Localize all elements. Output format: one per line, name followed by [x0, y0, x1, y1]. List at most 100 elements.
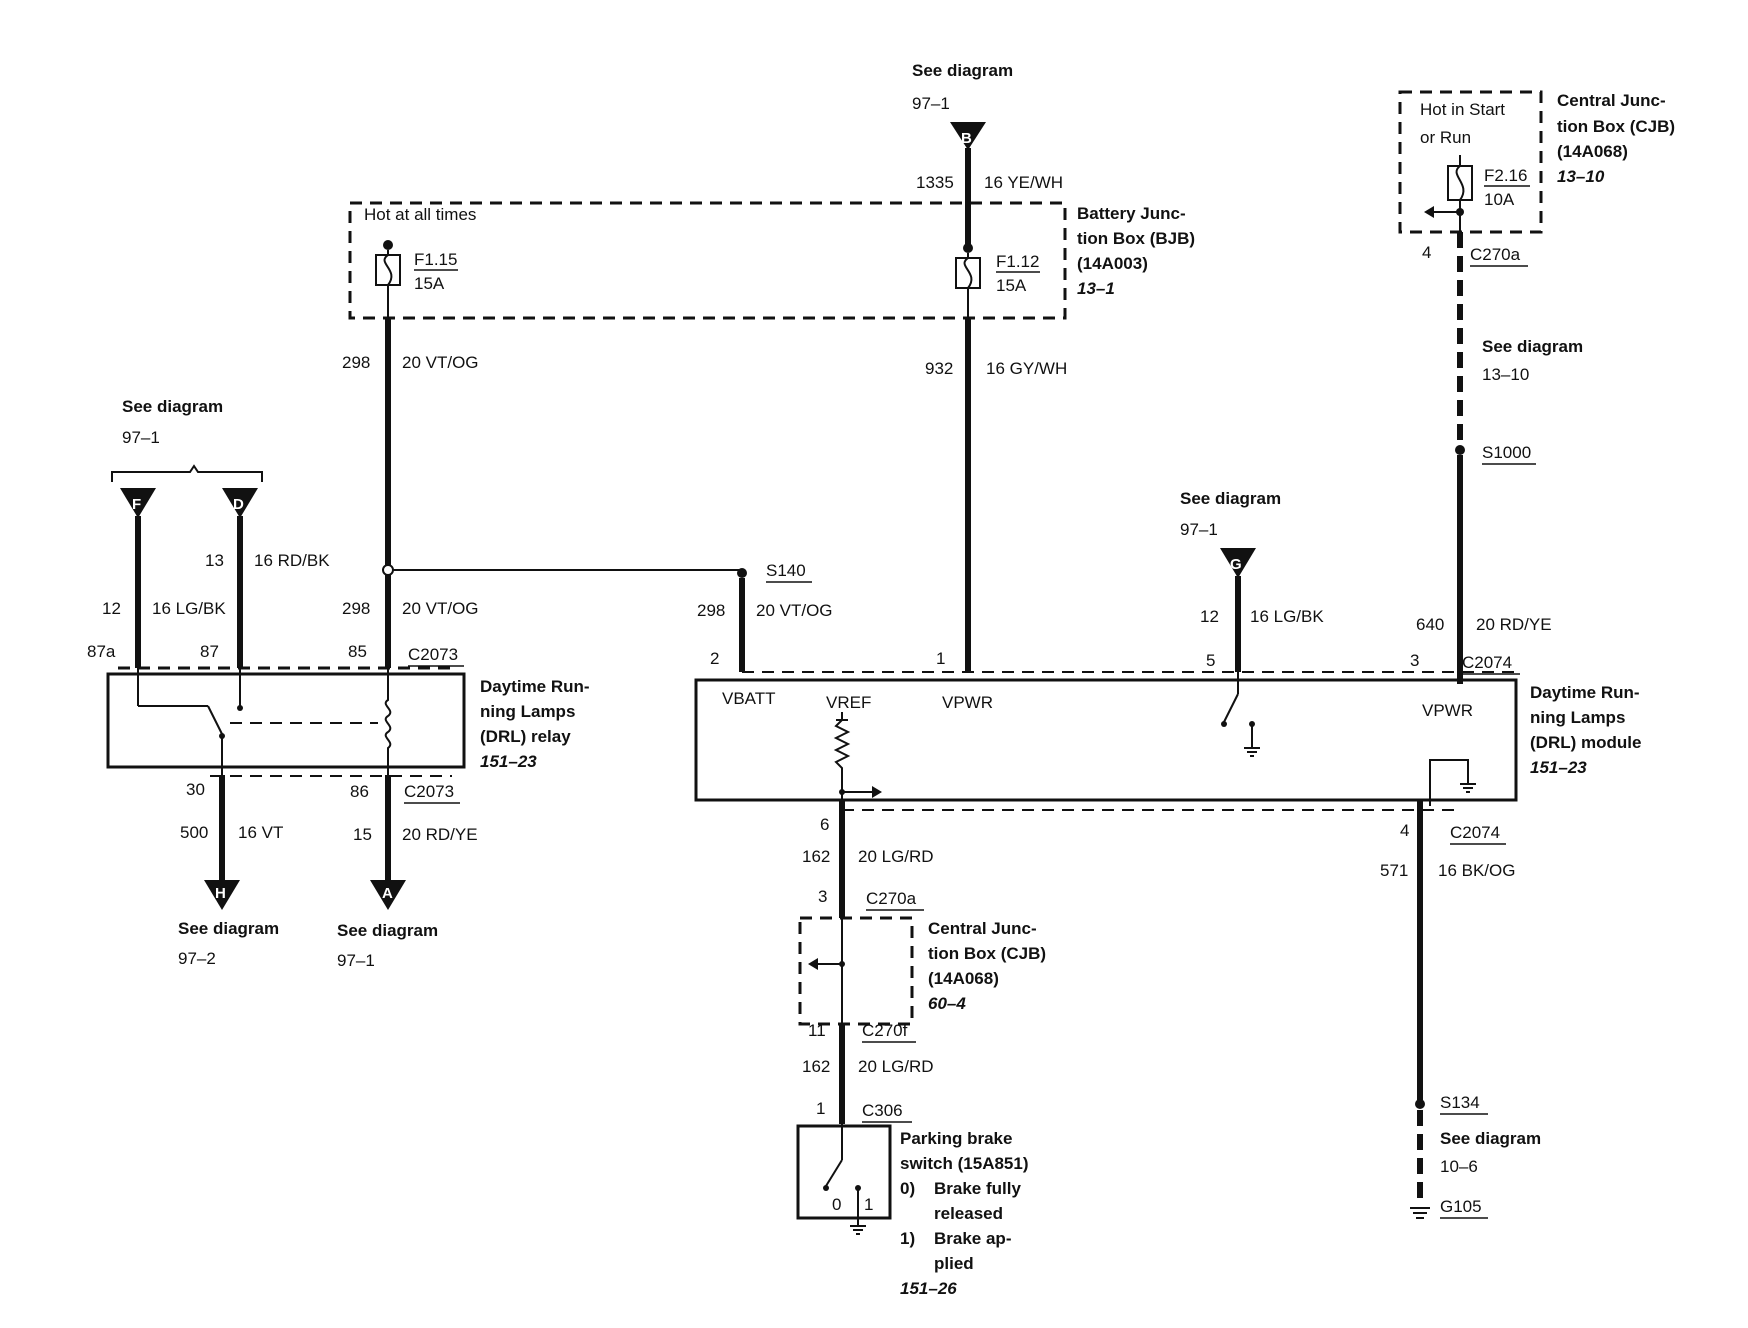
- connector-f-icon: F: [120, 488, 156, 518]
- module-label-vref: VREF: [826, 693, 871, 712]
- module-connector-top: C2074: [1462, 653, 1512, 672]
- module-input-switch-icon: [1221, 672, 1260, 757]
- cjb-top-name-1: Central Junc-: [1557, 91, 1666, 110]
- relay-connector-top: C2073: [408, 645, 458, 664]
- bjb-name-2: tion Box (BJB): [1077, 229, 1195, 248]
- connector-a-letter: A: [382, 885, 393, 902]
- wire-500-color: 16 VT: [238, 823, 283, 842]
- cjb-bottom-box: [798, 916, 914, 1026]
- splice-s1000: S1000: [1482, 443, 1531, 462]
- wire-571-color: 16 BK/OG: [1438, 861, 1515, 880]
- ground-g105-icon: [1410, 1207, 1430, 1219]
- cjb-bottom-pin-top: 3: [818, 887, 827, 906]
- wire-571-circuit: 571: [1380, 861, 1408, 880]
- relay-ref: 151–23: [480, 752, 537, 771]
- wire-640-circuit: 640: [1416, 615, 1444, 634]
- see-diagram-a-ref: 97–1: [337, 951, 375, 970]
- pbrake-name-2: switch (15A851): [900, 1154, 1029, 1173]
- module-pin-1: 1: [936, 649, 945, 668]
- pbrake-pos-0: 0: [832, 1195, 841, 1214]
- cjb-bottom-connector-top: C270a: [866, 889, 917, 908]
- connector-h-letter: H: [215, 885, 226, 902]
- see-diagram-a-label: See diagram: [337, 921, 438, 940]
- relay-pin-87: 87: [200, 642, 219, 661]
- pbrake-state-1-text-2: plied: [934, 1254, 974, 1273]
- wire-1335-color: 16 YE/WH: [984, 173, 1063, 192]
- fuse-f112-icon: [955, 243, 981, 318]
- cjb-bottom-connector-bottom: C270f: [862, 1021, 908, 1040]
- wire-298-module-circuit: 298: [697, 601, 725, 620]
- see-diagram-ref-b: 97–1: [912, 94, 950, 113]
- pbrake-state-0-num: 0): [900, 1179, 915, 1198]
- pbrake-ref: 151–26: [900, 1279, 957, 1298]
- wire-298-relay-circuit: 298: [342, 599, 370, 618]
- pbrake-state-0-text-2: released: [934, 1204, 1003, 1223]
- wire-162a-circuit: 162: [802, 847, 830, 866]
- see-diagram-10-6-ref: 10–6: [1440, 1157, 1478, 1176]
- parking-brake-switch-box: [796, 1124, 892, 1220]
- bjb-box: [348, 201, 1067, 320]
- module-ground-icon: [1429, 759, 1476, 806]
- wire-298-module-color: 20 VT/OG: [756, 601, 833, 620]
- cjb-top-box: [1398, 90, 1543, 234]
- pbrake-pos-1: 1: [864, 1195, 873, 1214]
- see-diagram-fd-ref: 97–1: [122, 428, 160, 447]
- connector-f-letter: F: [132, 496, 141, 513]
- cjb-top-connector: C270a: [1470, 245, 1521, 264]
- module-pin-3: 3: [1410, 651, 1419, 670]
- wire-15-circuit: 15: [353, 825, 372, 844]
- module-pin-2: 2: [710, 649, 719, 668]
- relay-name-2: ning Lamps: [480, 702, 575, 721]
- splice-s134: S134: [1440, 1093, 1480, 1112]
- splice-s140: S140: [766, 561, 806, 580]
- bjb-name-3: (14A003): [1077, 254, 1148, 273]
- relay-switch-icon: [137, 668, 392, 775]
- relay-pin-87a: 87a: [87, 642, 116, 661]
- pbrake-state-1-num: 1): [900, 1229, 915, 1248]
- pbrake-pin: 1: [816, 1099, 825, 1118]
- see-diagram-g-label: See diagram: [1180, 489, 1281, 508]
- relay-pin-30: 30: [186, 780, 205, 799]
- see-diagram-10-6-label: See diagram: [1440, 1129, 1541, 1148]
- connector-a-icon: A: [370, 880, 406, 910]
- see-diagram-label-b: See diagram: [912, 61, 1013, 80]
- ground-g105: G105: [1440, 1197, 1482, 1216]
- wire-298-relay-color: 20 VT/OG: [402, 599, 479, 618]
- cjb-top-name-2: tion Box (CJB): [1557, 117, 1675, 136]
- bjb-ref: 13–1: [1077, 279, 1115, 298]
- connector-b-icon: B: [950, 122, 986, 150]
- splice-s134-icon: [1415, 1099, 1425, 1109]
- wire-162a-color: 20 LG/RD: [858, 847, 934, 866]
- drl-relay-box: [106, 672, 466, 769]
- connector-d-letter: D: [233, 496, 244, 513]
- fuse-f216-icon: [1424, 155, 1473, 232]
- wire-12-left-color: 16 LG/BK: [152, 599, 226, 618]
- module-ref: 151–23: [1530, 758, 1587, 777]
- wire-12-right-color: 16 LG/BK: [1250, 607, 1324, 626]
- fuse-f112-rating: 15A: [996, 276, 1027, 295]
- fuse-f216-id: F2.16: [1484, 166, 1527, 185]
- cjb-bottom-name-2: tion Box (CJB): [928, 944, 1046, 963]
- module-label-vpwr-1: VPWR: [942, 693, 993, 712]
- pbrake-state-1-text-1: Brake ap-: [934, 1229, 1011, 1248]
- fuse-f112-id: F1.12: [996, 252, 1039, 271]
- cjb-bottom-name-3: (14A068): [928, 969, 999, 988]
- wire-162b-color: 20 LG/RD: [858, 1057, 934, 1076]
- cjb-bottom-ref: 60–4: [928, 994, 966, 1013]
- cjb-top-hot-2: or Run: [1420, 128, 1471, 147]
- see-diagram-13-10-ref: 13–10: [1482, 365, 1529, 384]
- cjb-bottom-name-1: Central Junc-: [928, 919, 1037, 938]
- module-name-3: (DRL) module: [1530, 733, 1641, 752]
- cjb-top-pin: 4: [1422, 243, 1431, 262]
- pbrake-state-0-text-1: Brake fully: [934, 1179, 1021, 1198]
- module-label-vbatt: VBATT: [722, 689, 776, 708]
- see-diagram-g-ref: 97–1: [1180, 520, 1218, 539]
- fuse-f216-rating: 10A: [1484, 190, 1515, 209]
- module-label-vpwr-2: VPWR: [1422, 701, 1473, 720]
- cjb-top-name-3: (14A068): [1557, 142, 1628, 161]
- fd-bracket: [111, 464, 263, 482]
- module-connector-bottom: C2074: [1450, 823, 1500, 842]
- splice-298-icon: [382, 564, 394, 576]
- module-vref-resistor-icon: [833, 712, 882, 800]
